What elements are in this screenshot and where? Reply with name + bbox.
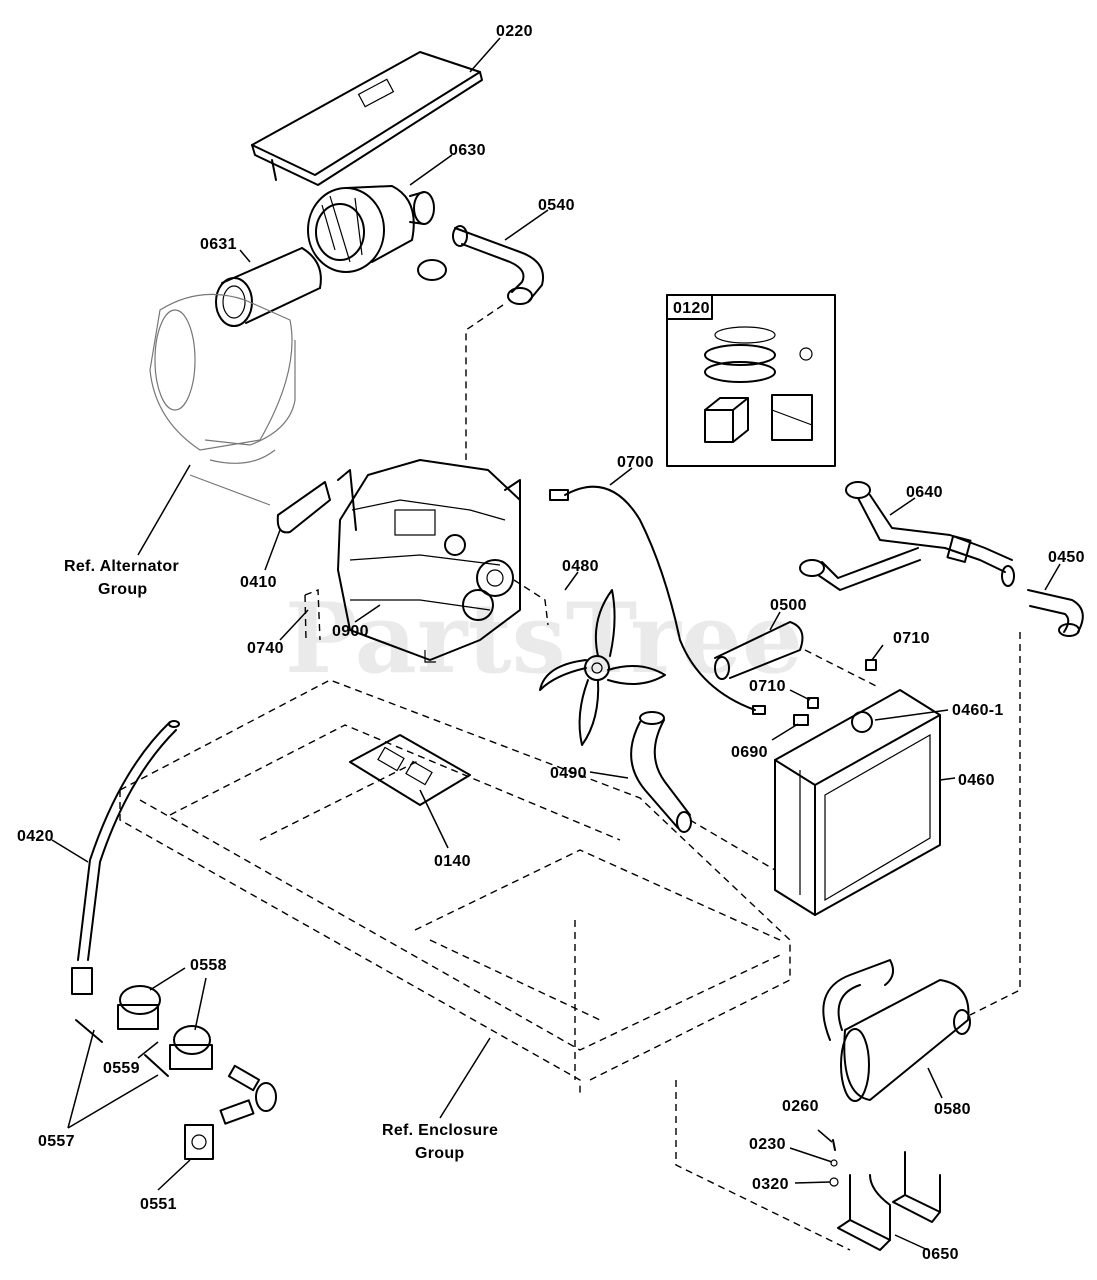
callout-0900: 0900 <box>332 623 369 640</box>
callout-labels: 0220 0630 0540 0631 0700 0640 0450 0480 … <box>17 23 1085 1263</box>
fan-0480 <box>539 589 666 746</box>
callout-0650: 0650 <box>922 1246 959 1263</box>
callout-0220: 0220 <box>496 23 533 40</box>
callout-0740: 0740 <box>247 640 284 657</box>
ref-enclosure-line1: Ref. Enclosure <box>382 1122 498 1139</box>
muffler-0580 <box>822 959 971 1102</box>
alternator-reference <box>149 293 296 506</box>
hose-0450 <box>1027 589 1084 637</box>
hose-0640 <box>799 481 1015 591</box>
callout-0460-1: 0460-1 <box>952 702 1004 719</box>
callout-0580: 0580 <box>934 1101 971 1118</box>
callout-0120: 0120 <box>673 300 710 317</box>
callout-0558: 0558 <box>190 957 227 974</box>
callout-0490: 0490 <box>550 765 587 782</box>
hose-0540 <box>452 225 544 305</box>
callout-0690: 0690 <box>731 744 768 761</box>
filter-0631 <box>215 247 322 327</box>
callout-0540: 0540 <box>538 197 575 214</box>
connection-lines <box>465 304 1021 1251</box>
plate-0140 <box>349 734 471 806</box>
fuel-fittings <box>71 967 277 1160</box>
callout-0140: 0140 <box>434 853 471 870</box>
callout-0710-top: 0710 <box>893 630 930 647</box>
ref-alternator-line1: Ref. Alternator <box>64 558 179 575</box>
ref-alternator-line2: Group <box>98 581 148 598</box>
callout-0557: 0557 <box>38 1133 75 1150</box>
hose-0500 <box>714 621 804 680</box>
callout-0640: 0640 <box>906 484 943 501</box>
callout-0480: 0480 <box>562 558 599 575</box>
hose-0490 <box>630 711 692 833</box>
callout-0551: 0551 <box>140 1196 177 1213</box>
guard-0410 <box>276 481 331 534</box>
callout-0320: 0320 <box>752 1176 789 1193</box>
hardware <box>829 1139 839 1187</box>
clamps-0710 <box>793 659 877 726</box>
air-cleaner-0630 <box>307 185 435 273</box>
callout-0700: 0700 <box>617 454 654 471</box>
callout-0450: 0450 <box>1048 549 1085 566</box>
harness-0700 <box>549 485 766 715</box>
base-frame <box>119 679 791 1095</box>
callout-0460: 0460 <box>958 772 995 789</box>
callout-0559: 0559 <box>103 1060 140 1077</box>
callout-0500: 0500 <box>770 597 807 614</box>
ref-enclosure-line2: Group <box>415 1145 465 1162</box>
callout-0630: 0630 <box>449 142 486 159</box>
radiator-0460 <box>774 689 941 916</box>
engine-0900 <box>337 259 521 663</box>
inset-box-0120: 0120 <box>666 294 836 467</box>
brackets-0650 <box>837 1151 941 1251</box>
bracket-0740 <box>304 588 321 641</box>
callout-0710-bottom: 0710 <box>749 678 786 695</box>
hose-0420 <box>77 720 180 961</box>
callout-0420: 0420 <box>17 828 54 845</box>
panel-0220 <box>251 51 483 186</box>
leader-lines <box>51 37 1061 1251</box>
callout-0230: 0230 <box>749 1136 786 1153</box>
callout-0260: 0260 <box>782 1098 819 1115</box>
callout-0631: 0631 <box>200 236 237 253</box>
callout-0410: 0410 <box>240 574 277 591</box>
